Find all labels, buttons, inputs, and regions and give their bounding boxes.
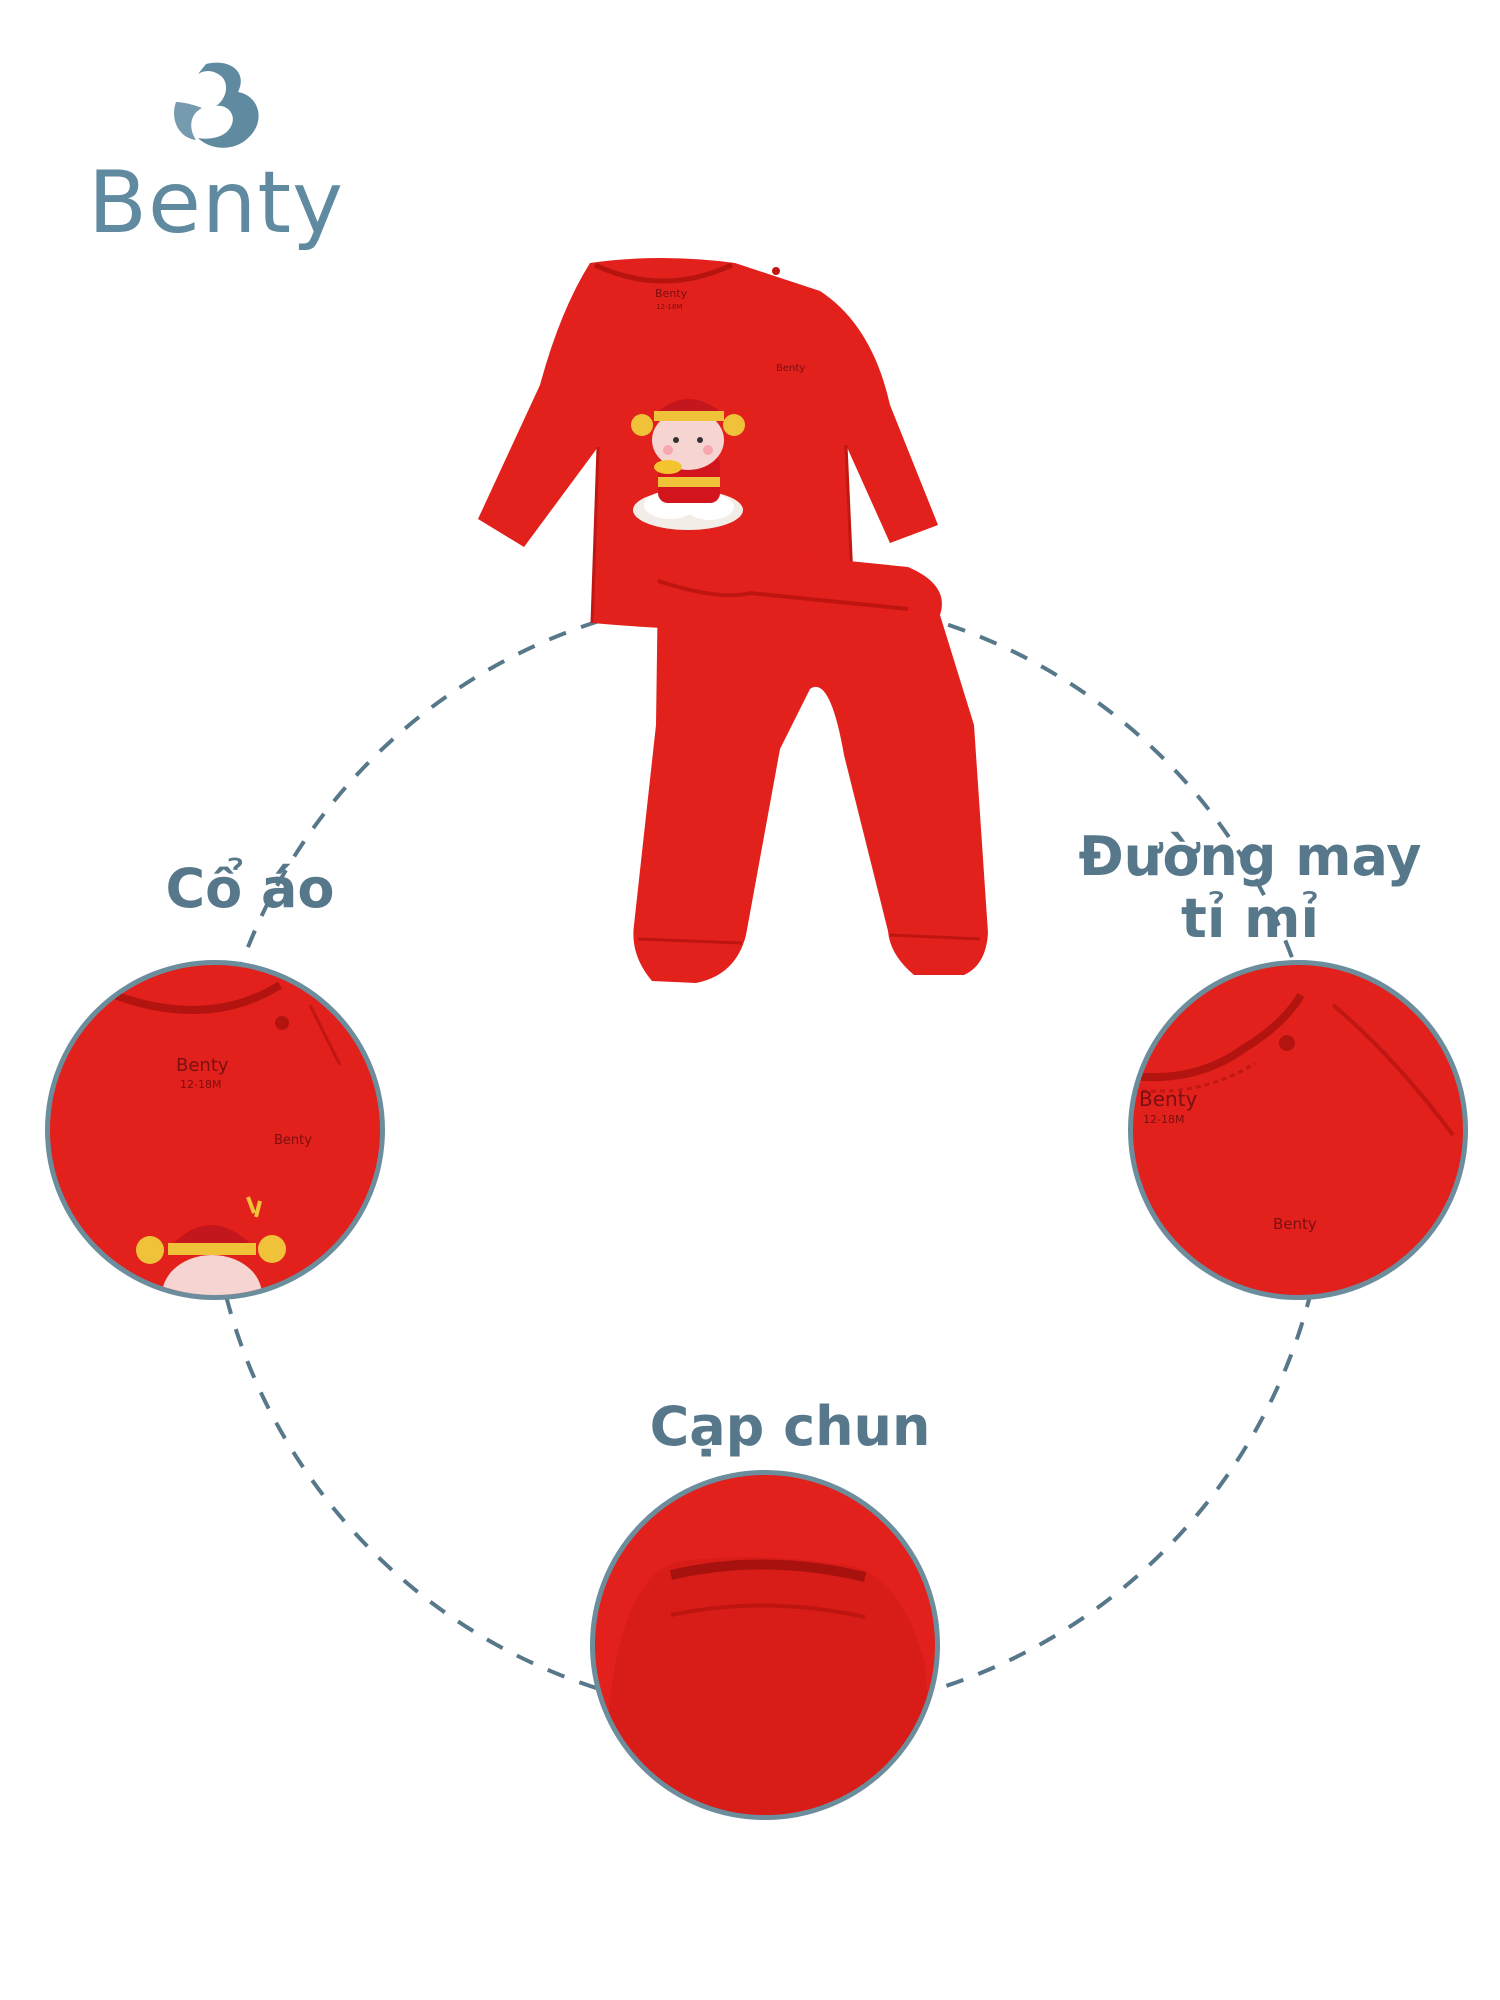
collar-detail-chest-print: Benty [274,1133,312,1148]
detail-circle-seam: Benty 12-18M Benty [1128,960,1468,1300]
feature-label-seam: Đường may tỉ mỉ [1040,825,1460,951]
collar-detail-size: 12-18M [180,1078,222,1091]
benty-b-logo-icon [174,62,259,148]
brand-logo [168,58,268,168]
pants-image [633,551,988,983]
shirt-neck-label: Benty [655,287,688,300]
collar-detail-brand: Benty [176,1055,229,1076]
detail-circle-collar: Benty 12-18M Benty [45,960,385,1300]
shirt-image: Benty 12-18M Benty [478,258,938,630]
seam-detail-chest-print: Benty [1273,1215,1317,1233]
feature-label-seam-line1: Đường may [1078,825,1422,888]
shirt-size-label: 12-18M [656,303,682,311]
feature-label-seam-line2: tỉ mỉ [1181,887,1319,951]
feature-label-collar: Cổ áo [165,857,335,920]
feature-label-waistband: Cạp chun [649,1395,931,1458]
detail-circle-waistband [590,1470,940,1820]
brand-name: Benty [88,153,345,253]
seam-detail-brand: Benty [1139,1087,1198,1111]
collar-cartoon-print [136,1196,286,1295]
cartoon-print [631,399,745,530]
shirt-chest-print: Benty [776,363,805,374]
seam-detail-size: 12-18M [1143,1113,1185,1126]
product-outfit-image: Benty 12-18M Benty [478,258,988,983]
